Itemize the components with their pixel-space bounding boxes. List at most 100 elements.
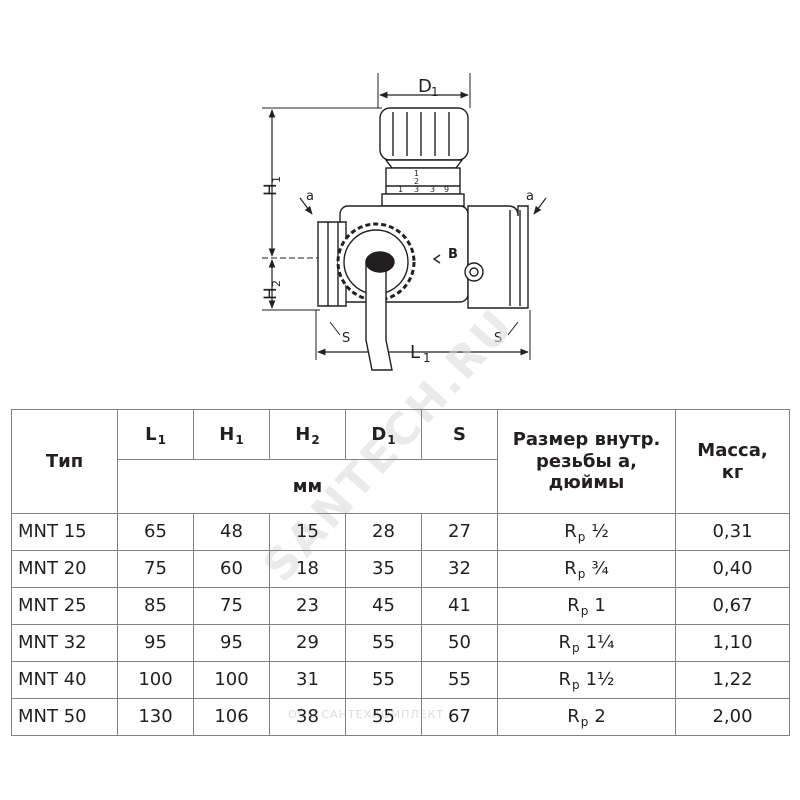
thread-base: R [567,595,580,617]
header-h1-sub: 1 [235,432,244,447]
cell-type: MNT 50 [11,698,118,736]
cell-h1: 95 [193,624,270,662]
label-a-right: a [526,189,534,204]
header-units-label: мм [292,475,323,497]
scale-row-3: 3 [430,185,435,194]
table-header-row: Тип L1 H1 H2 D1 S Размер внутр. резьбы а… [11,409,790,514]
cell-h1: 48 [193,513,270,551]
header-mass-label: Масса, кг [697,439,768,483]
callouts: a a S S B [299,189,547,346]
cell-mass: 0,67 [675,587,790,625]
cell-s: 41 [421,587,498,625]
cell-h2: 29 [269,624,346,662]
header-units: мм [117,459,498,514]
cell-s: 67 [421,698,498,736]
scale-mark-1: 1 [414,169,419,178]
cell-d1: 45 [345,587,422,625]
header-l1-label: L [145,423,157,445]
thread-size: ½ [591,521,609,543]
dim-h1-label: H [261,183,281,196]
thread-sub: p [571,641,580,656]
cell-thread: Rp 1¼ [497,624,676,662]
thread-size: ¾ [591,558,609,580]
label-a-left: a [306,189,314,204]
cell-s: 27 [421,513,498,551]
cell-mass: 1,10 [675,624,790,662]
scale-row-9: 9 [444,185,449,194]
dim-h1-sub: 1 [270,176,283,183]
dimension-l1: L 1 [315,310,531,365]
cell-type: MNT 20 [11,550,118,588]
label-s-right: S [494,331,502,346]
header-d1-sub: 1 [387,432,396,447]
cell-h2: 23 [269,587,346,625]
header-mass: Масса, кг [675,409,790,514]
cell-l1: 100 [117,661,194,699]
thread-sub: p [580,715,589,730]
thread-sub: p [577,530,586,545]
valve-body [317,107,529,371]
spec-table: Тип L1 H1 H2 D1 S Размер внутр. резьбы а… [11,409,790,736]
cell-d1: 35 [345,550,422,588]
cell-d1: 55 [345,624,422,662]
cell-h1: 75 [193,587,270,625]
thread-base: R [558,669,571,691]
cell-type: MNT 40 [11,661,118,699]
thread-sub: p [577,567,586,582]
dimension-d1: D 1 [377,73,471,108]
label-b: B [448,247,458,262]
dim-d1-label: D [418,76,432,97]
header-h1-label: H [219,423,235,445]
header-h1: H1 [193,409,270,460]
cell-type: MNT 25 [11,587,118,625]
header-thread: Размер внутр. резьбы а, дюймы [497,409,676,514]
scale-row-1: 1 [398,185,403,194]
cell-l1: 65 [117,513,194,551]
dim-h2-sub: 2 [270,280,283,287]
cell-h1: 106 [193,698,270,736]
header-l1: L1 [117,409,194,460]
thread-sub: p [571,678,580,693]
header-thread-label: Размер внутр. резьбы а, дюймы [512,429,661,494]
header-s: S [421,409,498,460]
thread-base: R [567,706,580,728]
label-s-left: S [342,331,350,346]
scale-mark-2: 2 [414,177,419,186]
cell-d1: 55 [345,698,422,736]
scale-mark-3: 3 [414,185,419,194]
thread-base: R [564,521,577,543]
cell-h2: 31 [269,661,346,699]
cell-type: MNT 32 [11,624,118,662]
dimension-h2: H 2 [261,259,320,311]
dim-h2-label: H [261,287,281,300]
dim-l1-sub: 1 [423,351,431,365]
thread-base: R [558,632,571,654]
thread-size: 1¼ [585,632,615,654]
setting-scale: 1 2 3 1 3 9 [398,169,449,194]
header-h2: H2 [269,409,346,460]
header-type-label: Тип [45,450,84,472]
cell-d1: 55 [345,661,422,699]
cell-h2: 15 [269,513,346,551]
header-h2-label: H [295,423,311,445]
cell-h1: 60 [193,550,270,588]
thread-size: 1 [594,595,606,617]
cell-type: MNT 15 [11,513,118,551]
valve-technical-drawing: D 1 H 1 H 2 L 1 [261,73,547,371]
header-l1-sub: 1 [157,432,166,447]
header-d1-label: D [371,423,387,445]
cell-mass: 0,31 [675,513,790,551]
cell-s: 55 [421,661,498,699]
dim-l1-label: L [410,342,420,363]
